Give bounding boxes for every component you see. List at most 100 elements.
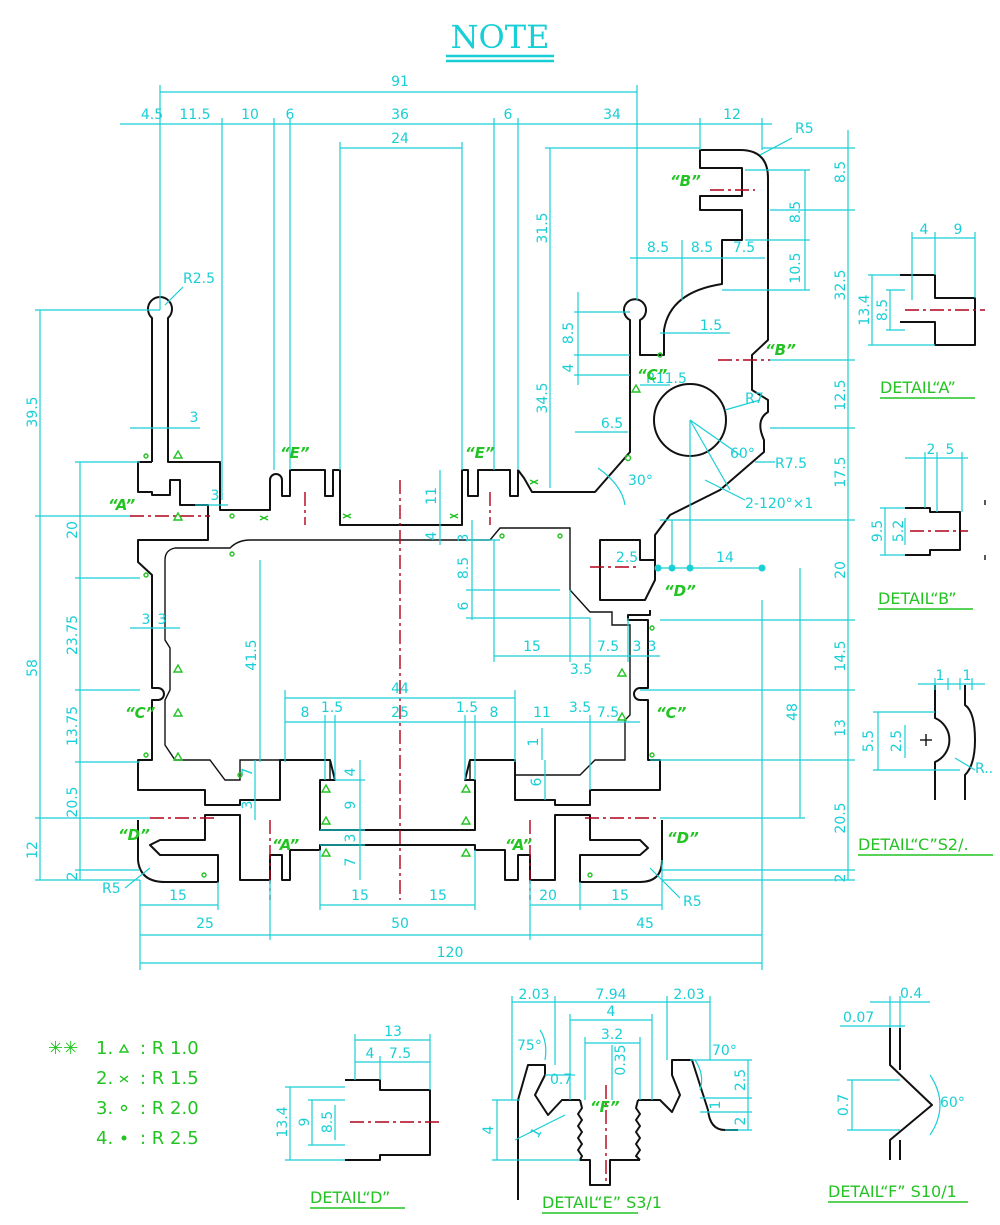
note-title: NOTE [451,18,550,56]
svg-text:0.7: 0.7 [550,1072,572,1088]
svg-text:7.5: 7.5 [389,1046,411,1062]
svg-text:8.5: 8.5 [875,299,891,321]
detail-f: 0.4 0.07 0.7 60° DETAIL“F” S10/1 [828,986,968,1203]
svg-text:8.5: 8.5 [456,557,472,579]
svg-text:1: 1 [936,668,945,684]
svg-text:“A”: “A” [505,836,532,854]
svg-text:34.5: 34.5 [535,382,551,413]
svg-text:3.: 3. [96,1098,113,1119]
detail-f-title: DETAIL“F” S10/1 [828,1182,957,1201]
svg-text:32.5: 32.5 [833,269,849,300]
detail-labels: “A” “A” “A” “B” “B” “C” “C” “C” “D” “D” … [108,172,796,854]
svg-text:1.5: 1.5 [700,318,722,334]
svg-text:4: 4 [366,1046,375,1062]
svg-text:: R 1.0: : R 1.0 [140,1038,199,1059]
svg-text:20: 20 [539,888,557,904]
svg-text:“B”: “B” [765,341,796,359]
svg-text:14: 14 [716,550,734,566]
svg-text:3.5: 3.5 [569,700,591,716]
svg-text:7.5: 7.5 [597,705,619,721]
svg-text:9: 9 [343,801,359,810]
svg-text:0.35: 0.35 [613,1044,629,1075]
svg-text:4.5: 4.5 [141,107,163,123]
left-dimensions: 39.5 58 12 20 23.75 13.75 20.5 2 3 3 3 3… [25,309,228,897]
svg-text:✳✳: ✳✳ [48,1038,78,1059]
svg-text:3.5: 3.5 [570,662,592,678]
detail-d-title: DETAIL“D” [310,1188,390,1207]
svg-text:4.: 4. [96,1128,113,1149]
detail-b-title: DETAIL“B” [878,589,956,608]
svg-text:0.07: 0.07 [843,1010,874,1026]
svg-text:2.5: 2.5 [889,730,905,752]
svg-text:15: 15 [169,888,187,904]
svg-text:24: 24 [391,131,409,147]
detail-d: 13 4 7.5 13.4 9 8.5 DETAIL“D” [275,1024,440,1209]
svg-text:“F”: “F” [590,1098,620,1116]
svg-text:58: 58 [25,659,41,677]
mid-dimensions: 31.5 34.5 8.5 4 8.5 8.5 7.5 1.5 6.5 30° … [240,147,813,880]
svg-text:: R 2.5: : R 2.5 [140,1128,199,1149]
svg-text:30°: 30° [628,473,653,489]
svg-text:3: 3 [633,639,642,655]
detail-e-title: DETAIL“E” S3/1 [542,1193,662,1212]
svg-text:2-120°×1: 2-120°×1 [745,496,813,512]
detail-a: 4 9 13.4 8.5 DETAIL“A” [857,222,985,399]
svg-text:7.5: 7.5 [733,240,755,256]
svg-text:“E”: “E” [465,444,495,462]
svg-text:60°: 60° [940,1095,965,1111]
svg-text:“D”: “D” [667,829,699,847]
svg-text:“A”: “A” [108,496,135,514]
detail-c: 1 1 5.5 2.5 R.. DETAIL“C”S2/. [858,668,993,856]
svg-text:1: 1 [527,1125,545,1141]
svg-text:“B”: “B” [670,172,701,190]
svg-text:8: 8 [490,705,499,721]
svg-text:R..: R.. [975,761,993,777]
svg-text:120: 120 [437,945,464,961]
svg-text:4: 4 [343,767,359,776]
svg-text:2.5: 2.5 [733,1069,749,1091]
svg-text:R7.5: R7.5 [775,456,807,472]
svg-text:48: 48 [785,703,801,721]
svg-text:23.75: 23.75 [65,615,81,655]
svg-text:11: 11 [424,487,440,505]
svg-text:8.5: 8.5 [561,322,577,344]
notes-legend: ✳✳ 1. : R 1.0 2. : R 1.5 3. : R 2.0 4. :… [48,1038,199,1149]
svg-text:20.5: 20.5 [65,786,81,817]
bottom-dimensions: 15 25 15 15 50 20 15 45 120 R5 [139,600,763,970]
svg-text:1: 1 [526,738,542,747]
svg-text:2.03: 2.03 [518,987,549,1003]
svg-text:1.: 1. [96,1038,113,1059]
svg-text:4: 4 [920,222,929,238]
svg-text:3: 3 [211,488,220,504]
svg-text:3: 3 [190,410,199,426]
svg-text:7: 7 [240,768,256,777]
svg-text:13.4: 13.4 [275,1106,291,1137]
svg-text:R2.5: R2.5 [183,271,215,287]
svg-text:13: 13 [833,719,849,737]
svg-text:25: 25 [196,916,214,932]
svg-text:1: 1 [708,1101,724,1110]
svg-text:10.5: 10.5 [788,252,804,283]
centerlines [130,189,770,900]
svg-text:R11.5: R11.5 [646,371,687,387]
svg-text:75°: 75° [517,1038,542,1054]
svg-text:8: 8 [301,705,310,721]
svg-text:10: 10 [241,107,259,123]
svg-text:3: 3 [142,612,151,628]
svg-text:5.5: 5.5 [861,730,877,752]
svg-text:45: 45 [636,916,654,932]
svg-text:2.: 2. [96,1068,113,1089]
detail-a-title: DETAIL“A” [880,378,956,397]
svg-text:“D”: “D” [118,826,150,844]
svg-text:2.5: 2.5 [616,550,638,566]
svg-text:6: 6 [286,107,295,123]
svg-text:7: 7 [343,858,359,867]
right-dimensions: 8.5 32.5 12.5 17.5 20 14.5 13 20.5 2 8.5… [640,130,855,882]
svg-text:“E”: “E” [280,444,310,462]
svg-text:15: 15 [523,639,541,655]
svg-text:17.5: 17.5 [833,456,849,487]
svg-text:34: 34 [603,107,621,123]
svg-text:70°: 70° [712,1043,737,1059]
svg-text:8.5: 8.5 [647,240,669,256]
